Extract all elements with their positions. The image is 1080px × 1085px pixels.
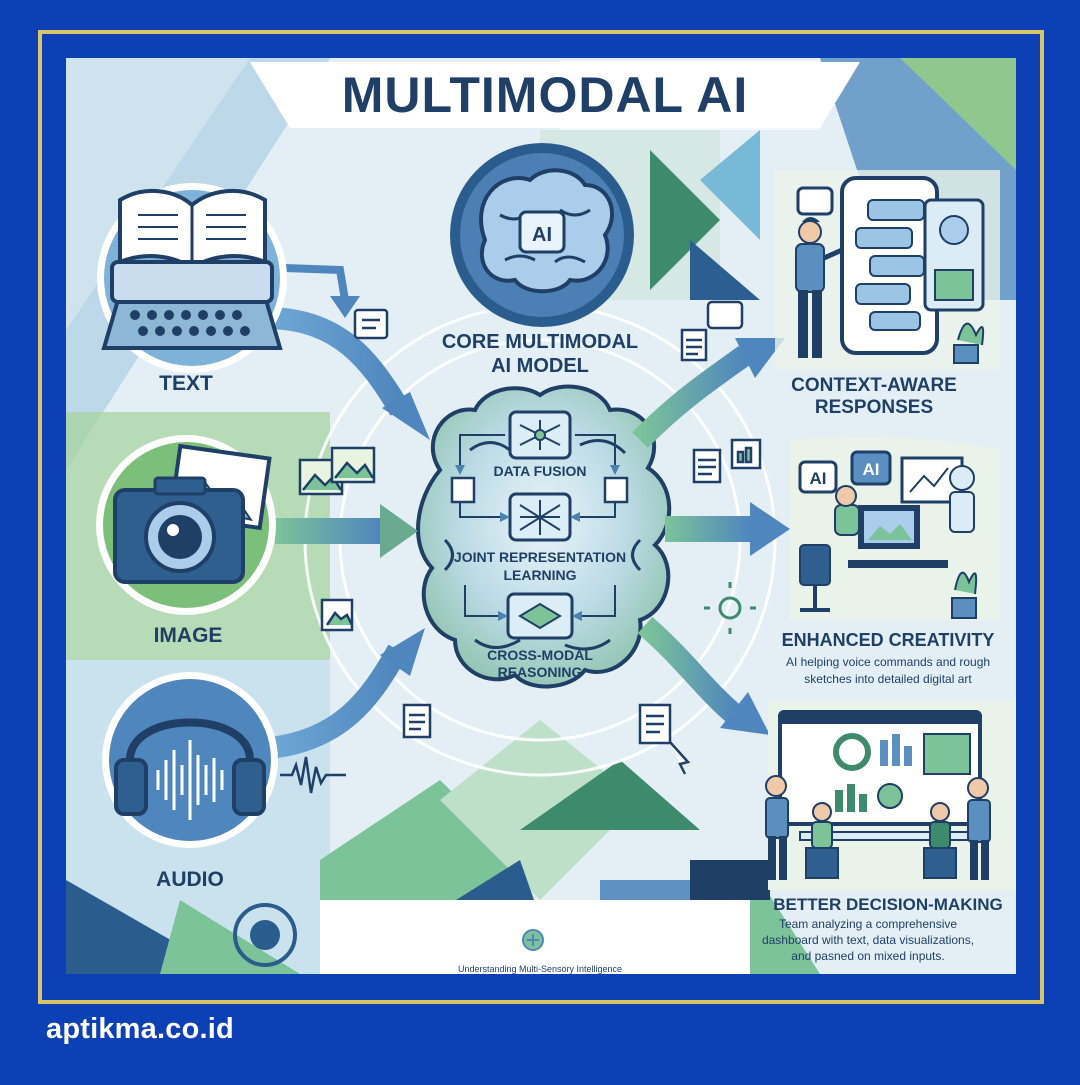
input-image-icon [96, 435, 276, 615]
output-decision-title: BETTER DECISION-MAKING [773, 895, 1003, 914]
floating-document-icons [298, 300, 762, 775]
internal-connectors [455, 434, 620, 621]
process-data-fusion: DATA FUSION [493, 410, 587, 479]
creativity-bubble-1: AI [810, 469, 827, 488]
output-creativity-title: ENHANCED CREATIVITY [782, 630, 995, 650]
footer-brain-logo-icon [522, 929, 544, 951]
process-joint-label-line2: LEARNING [503, 567, 576, 583]
core-ai-badge-text: AI [532, 224, 552, 246]
input-arrows [268, 264, 430, 759]
input-image-label: IMAGE [154, 624, 223, 647]
output-arrows [632, 338, 790, 735]
sound-wave [280, 756, 346, 794]
process-joint-representation: JOINT REPRESENTATION LEARNING [454, 492, 626, 583]
main-title: MULTIMODAL AI [342, 67, 748, 123]
process-data-fusion-label: DATA FUSION [493, 463, 586, 479]
output-context-title-line1: CONTEXT-AWARE [791, 375, 957, 396]
output-decision-illustration [765, 700, 1016, 890]
process-joint-label-line1: JOINT REPRESENTATION [454, 549, 626, 565]
output-decision-desc-2: dashboard with text, data visualizations… [762, 933, 974, 947]
footer-caption: Understanding Multi-Sensory Intelligence [458, 964, 622, 974]
output-creativity-desc-2: sketches into detailed digital art [804, 672, 972, 686]
output-creativity-illustration: AI AI [704, 436, 1000, 634]
output-context-aware-illustration [775, 170, 1000, 370]
gold-frame [38, 30, 1044, 1004]
input-audio-label: AUDIO [156, 868, 224, 891]
creativity-bubble-2: AI [863, 460, 880, 479]
core-ai-brain-badge: AI [450, 143, 634, 327]
input-audio-icon [102, 672, 278, 848]
core-title-line1: CORE MULTIMODAL [442, 331, 638, 353]
title-banner [250, 62, 860, 128]
process-cross-modal: CROSS-MODAL REASONING [487, 592, 593, 680]
input-text-label: TEXT [159, 372, 213, 395]
site-watermark[interactable]: aptikma.co.id [46, 1013, 234, 1045]
process-cross-label-line1: CROSS-MODAL [487, 647, 593, 663]
process-cross-label-line2: REASONING [498, 664, 583, 680]
input-text-icon [97, 183, 287, 373]
output-creativity-desc-1: AI helping voice commands and rough [786, 655, 990, 669]
output-decision-desc-3: and pasned on mixed inputs. [791, 949, 944, 963]
output-context-title-line2: RESPONSES [815, 397, 933, 418]
core-title-line2: AI MODEL [491, 355, 589, 377]
output-decision-desc-1: Team analyzing a comprehensive [779, 917, 957, 931]
